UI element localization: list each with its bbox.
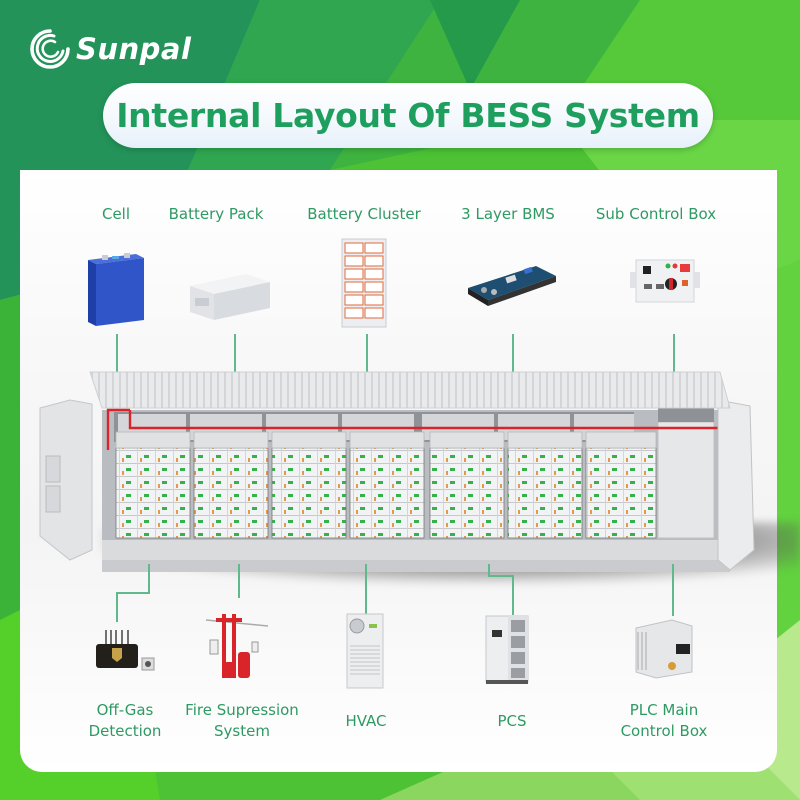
sunpal-logo: Sunpal <box>28 26 191 72</box>
hvac-unit-icon <box>346 613 384 689</box>
label-fire-supression-system: Fire Supression System <box>185 700 299 742</box>
bess-container-illustration <box>39 371 755 572</box>
label-pcs: PCS <box>497 712 527 730</box>
label-sub-control-box: Sub Control Box <box>595 205 717 223</box>
connector-bms <box>512 334 514 376</box>
connector-pcs-c <box>512 575 514 615</box>
label-hvac: HVAC <box>345 712 387 730</box>
label-plc-line1: PLC Main <box>629 701 699 719</box>
connector-sub-control-box <box>673 334 675 376</box>
sub-control-box-icon <box>630 259 700 303</box>
connector-plc <box>672 564 674 616</box>
gas-detector-icon <box>96 630 155 671</box>
label-off-gas-line2: Detection <box>88 722 162 740</box>
plc-control-box-icon <box>635 619 693 679</box>
connector-battery-cluster <box>366 334 368 376</box>
battery-cluster-icon <box>341 238 387 328</box>
connector-off-gas-b <box>116 592 150 594</box>
battery-cell-icon <box>88 253 144 326</box>
label-battery-cluster: Battery Cluster <box>307 205 421 223</box>
label-cell: Cell <box>101 205 131 223</box>
label-battery-pack: Battery Pack <box>168 205 264 223</box>
label-plc-main-control-box: PLC Main Control Box <box>621 700 708 742</box>
sunpal-swirl-logo-icon <box>30 29 70 69</box>
connector-hvac <box>365 564 367 614</box>
connector-battery-pack <box>234 334 236 376</box>
label-3-layer-bms: 3 Layer BMS <box>461 205 555 223</box>
connector-pcs-a <box>488 564 490 576</box>
connector-off-gas-c <box>116 592 118 622</box>
title-banner: Internal Layout Of BESS System <box>103 83 713 148</box>
label-off-gas-detection: Off-Gas Detection <box>89 700 162 742</box>
bms-circuit-board-icon <box>468 266 556 306</box>
label-fire-line2: System <box>214 722 270 740</box>
connector-fire-suppression <box>238 564 240 598</box>
page-title: Internal Layout Of BESS System <box>116 96 700 135</box>
connector-cell <box>116 334 118 376</box>
label-plc-line2: Control Box <box>620 722 708 740</box>
brand-name: Sunpal <box>76 32 192 66</box>
label-off-gas-line1: Off-Gas <box>96 701 154 719</box>
battery-pack-icon <box>190 274 270 320</box>
connector-pcs-b <box>488 575 514 577</box>
fire-suppression-icon <box>205 614 269 678</box>
label-fire-line1: Fire Supression <box>185 701 299 719</box>
connector-off-gas-a <box>148 564 150 594</box>
pcs-cabinet-icon <box>485 615 529 684</box>
